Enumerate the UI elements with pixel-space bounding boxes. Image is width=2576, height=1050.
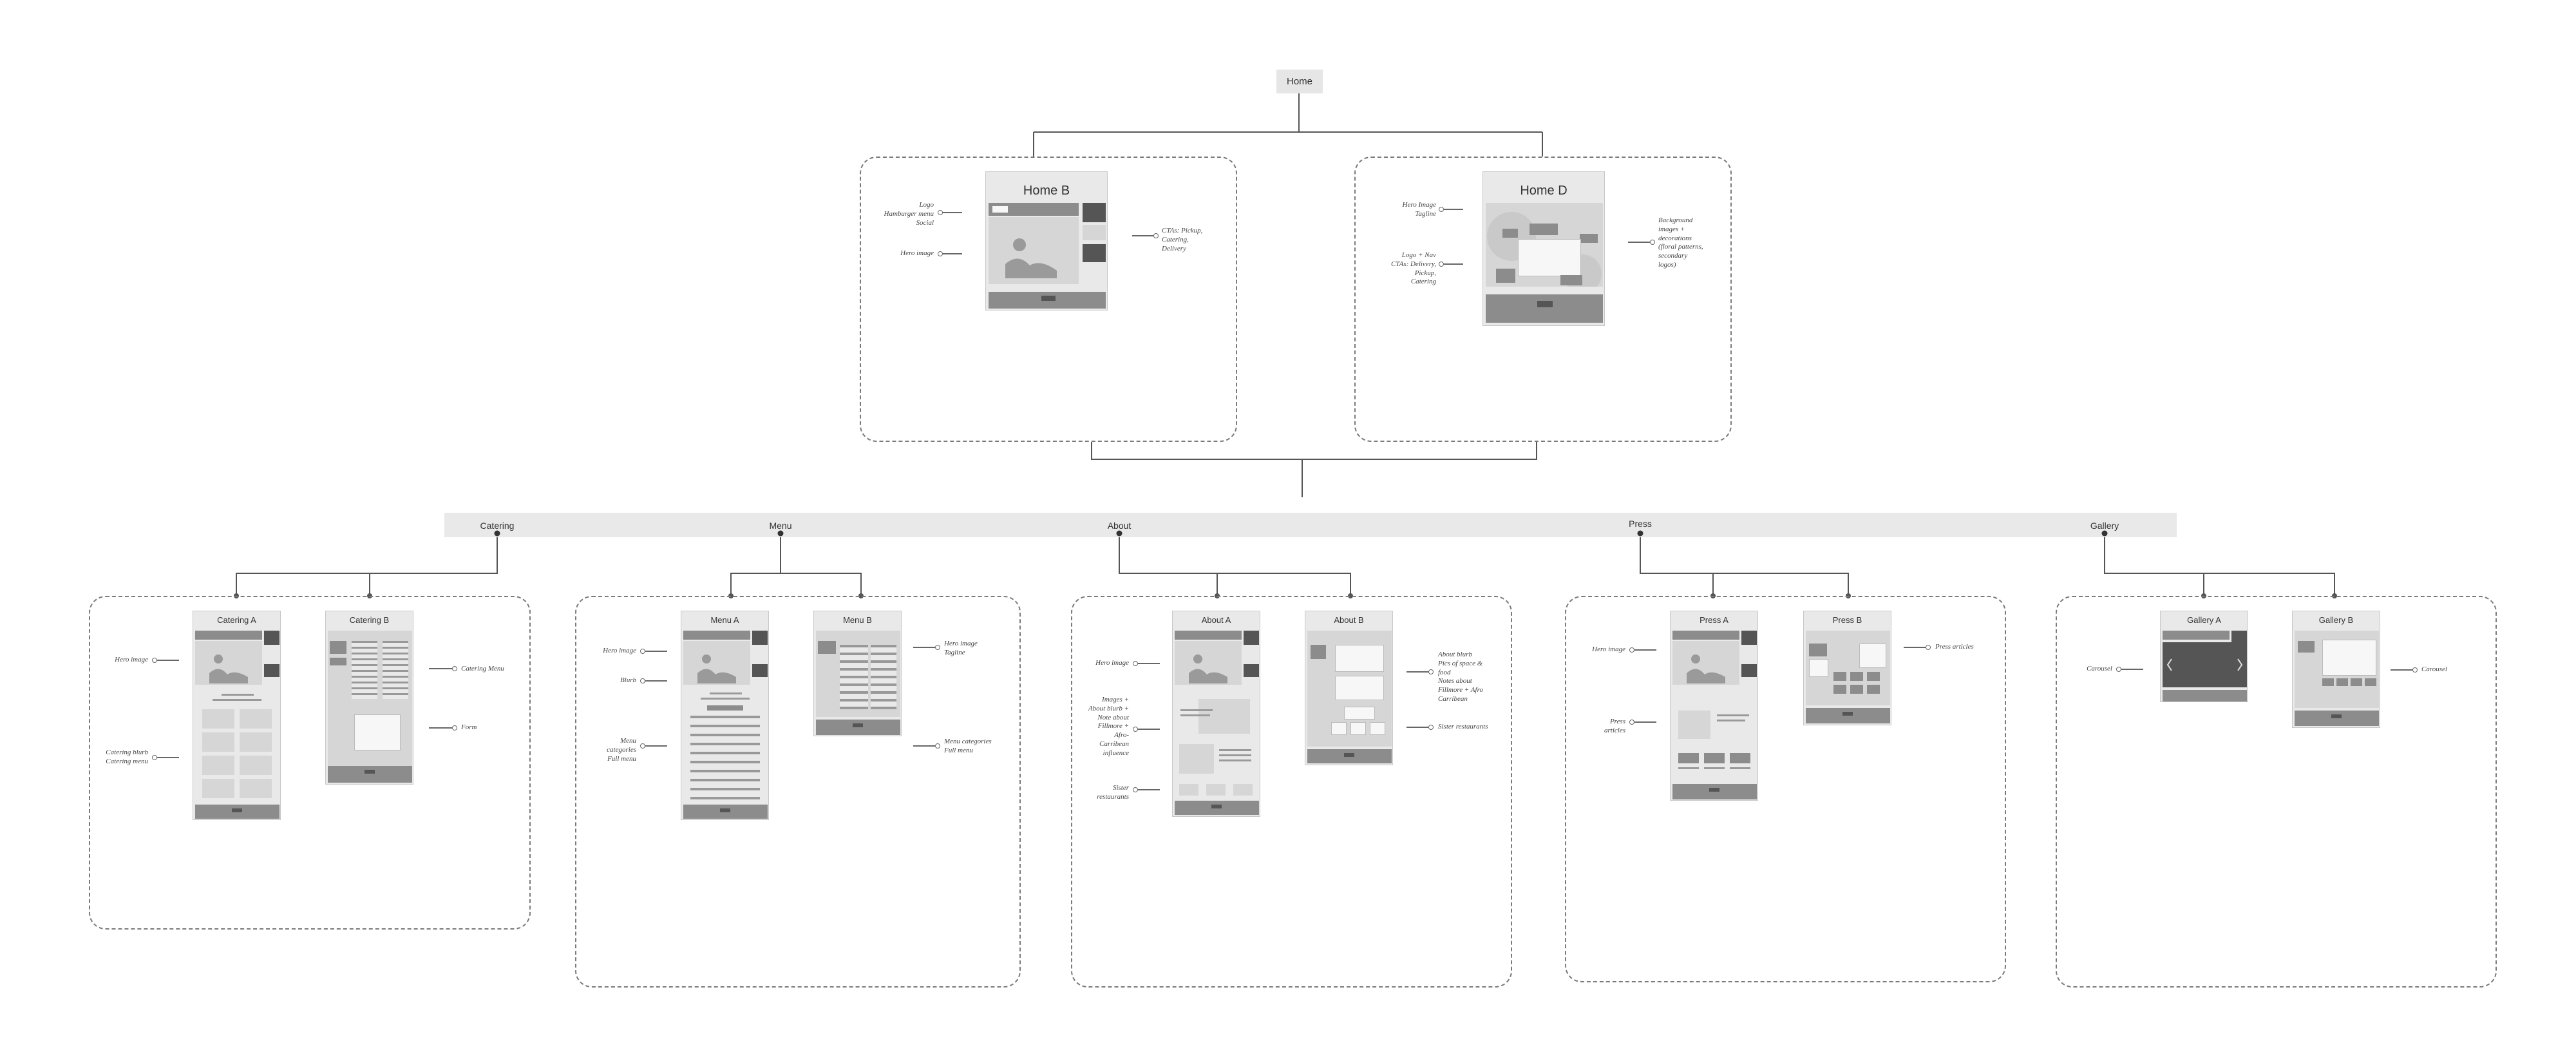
catering-a-wireframe[interactable]: Catering A <box>193 611 281 820</box>
home-d-wireframe[interactable]: Home D <box>1482 171 1605 326</box>
annotation-press-a-hero: Hero image <box>1592 645 1625 653</box>
home-node-label: Home <box>1286 76 1312 87</box>
home-b-title: Home B <box>1023 184 1070 198</box>
press-a-wireframe[interactable]: Press A <box>1670 611 1758 801</box>
about-b-wireframe[interactable]: About B <box>1305 611 1393 765</box>
press-a-title: Press A <box>1700 615 1728 625</box>
annotation-gallery-b-carousel: Carousel <box>2421 665 2447 673</box>
press-group <box>1565 596 2006 982</box>
home-b-wireframe[interactable]: Home B <box>985 171 1108 310</box>
annotation-about-b-sister: Sister restaurants <box>1438 723 1488 730</box>
annotation-menu-a-cats: Menu categories Full menu <box>607 737 636 763</box>
annotation-menu-a-blurb: Blurb <box>620 676 636 684</box>
gallery-b-wireframe[interactable]: Gallery B <box>2292 611 2380 728</box>
catering-b-wireframe[interactable]: Catering B <box>325 611 413 785</box>
annotation-catering-b-form: Form <box>461 723 477 731</box>
annotation-home-d-bg: Background images + decorations (floral … <box>1658 216 1703 269</box>
menu-a-title: Menu A <box>710 615 739 625</box>
gallery-b-title: Gallery B <box>2318 615 2354 625</box>
press-b-title: Press B <box>1832 615 1862 625</box>
menu-b-title: Menu B <box>843 615 872 625</box>
annotation-about-b-blurb: About blurb Pics of space & food Notes a… <box>1438 651 1483 703</box>
menu-a-wireframe[interactable]: Menu A <box>681 611 769 820</box>
home-b-group <box>860 157 1237 442</box>
annotation-press-a-articles: Press articles <box>1604 718 1625 734</box>
gallery-group <box>2056 596 2497 988</box>
category-catering[interactable]: Catering <box>480 520 515 531</box>
home-d-title: Home D <box>1520 184 1567 198</box>
annotation-about-a-sister: Sister restaurants <box>1097 784 1129 801</box>
annotation-menu-a-hero: Hero image <box>603 647 636 654</box>
about-a-wireframe[interactable]: About A <box>1172 611 1260 817</box>
gallery-a-wireframe[interactable]: Gallery A <box>2160 611 2248 702</box>
category-gallery[interactable]: Gallery <box>2090 520 2119 531</box>
annotation-press-b-articles: Press articles <box>1935 643 1974 651</box>
menu-b-wireframe[interactable]: Menu B <box>813 611 902 736</box>
press-b-wireframe[interactable]: Press B <box>1803 611 1891 725</box>
about-group <box>1071 596 1512 988</box>
annotation-catering-a-blurb: Catering blurb Catering menu <box>106 749 148 765</box>
catering-b-title: Catering B <box>349 615 390 625</box>
annotation-catering-a-hero: Hero image <box>115 656 148 663</box>
about-b-title: About B <box>1334 615 1364 625</box>
category-press[interactable]: Press <box>1629 519 1652 529</box>
annotation-menu-b-cats: Menu categories Full menu <box>944 738 992 754</box>
annotation-home-b-hero: Hero image <box>900 249 934 257</box>
carousel-placeholder <box>2163 642 2247 687</box>
annotation-home-d-logo: Logo + Nav CTAs: Delivery, Pickup, Cater… <box>1390 251 1436 286</box>
annotation-about-a-hero: Hero image <box>1095 659 1129 667</box>
home-node[interactable]: Home <box>1276 70 1323 93</box>
annotation-about-a-images: Images + About blurb + Note about Fillmo… <box>1088 696 1129 757</box>
annotation-gallery-a-carousel: Carousel <box>2087 665 2112 673</box>
annotation-home-b-logo: Logo Hamburger menu Social <box>884 201 934 227</box>
annotation-home-b-ctas: CTAs: Pickup, Catering, Delivery <box>1162 227 1203 253</box>
menu-group <box>575 596 1021 988</box>
gallery-a-title: Gallery A <box>2187 615 2221 625</box>
category-menu[interactable]: Menu <box>769 520 792 531</box>
about-a-title: About A <box>1201 615 1231 625</box>
category-band <box>444 513 2177 537</box>
annotation-menu-b-hero: Hero image Tagline <box>944 640 978 656</box>
category-about[interactable]: About <box>1107 520 1132 531</box>
catering-a-title: Catering A <box>217 615 256 625</box>
home-d-group <box>1354 157 1732 442</box>
annotation-home-d-hero: Hero Image Tagline <box>1402 201 1436 218</box>
catering-group <box>89 596 531 930</box>
annotation-catering-b-menu: Catering Menu <box>461 665 504 673</box>
